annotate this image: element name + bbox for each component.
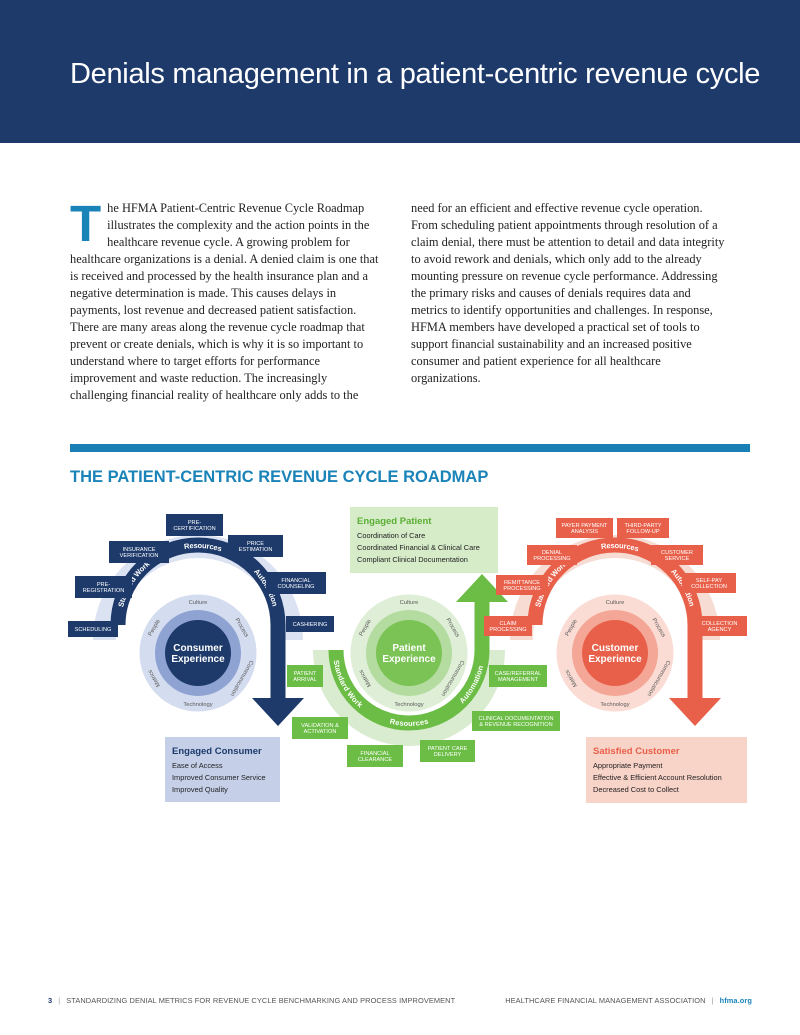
step-self-pay-collection-box: [682, 573, 736, 593]
footer-left: 3|STANDARDIZING DENIAL METRICS FOR REVEN…: [48, 996, 456, 1005]
satisfied-customer-item: Decreased Cost to Collect: [593, 785, 679, 794]
article-text-1: he HFMA Patient-Centric Revenue Cycle Ro…: [70, 201, 379, 402]
article-text-2: need for an efficient and effective reve…: [411, 201, 725, 385]
engaged-patient-title: Engaged Patient: [357, 516, 432, 527]
roadmap-title: THE PATIENT-CENTRIC REVENUE CYCLE ROADMA…: [70, 468, 489, 486]
revenue-cycle-roadmap: CultureProcessCommunicationTechnologyMet…: [68, 507, 747, 803]
article-column-2: need for an efficient and effective reve…: [411, 200, 729, 387]
step-validation-activation-box: [292, 717, 348, 739]
patient-arc: [328, 600, 490, 731]
consumer-arrow: [252, 698, 304, 726]
step-pre-certification-box: [166, 514, 223, 536]
patient-arc-resources: Resources: [389, 717, 429, 728]
step-third-party-follow-up-box: [617, 518, 669, 538]
step-validation-activation: VALIDATION &ACTIVATION: [301, 723, 339, 735]
step-collection-agency-box: [692, 616, 747, 636]
page-title: Denials management in a patient-centric …: [70, 58, 761, 90]
patient-ring-label: Culture: [400, 600, 419, 606]
step-financial-counseling-box: [266, 572, 326, 594]
footer-publication: STANDARDIZING DENIAL METRICS FOR REVENUE…: [66, 996, 456, 1005]
customer-ring-label: Culture: [606, 600, 625, 606]
step-patient-arrival-box: [287, 665, 323, 687]
step-claim-processing-box: [484, 616, 532, 636]
step-cashiering: CASHIERING: [293, 622, 328, 628]
satisfied-customer-item: Effective & Efficient Account Resolution: [593, 773, 722, 782]
consumer-core: [165, 620, 231, 686]
satisfied-customer-panel: [586, 737, 747, 803]
step-case-referral-box: [489, 665, 547, 687]
step-financial-clearance-box: [347, 745, 403, 767]
step-pre-certification: PRE-CERTIFICATION: [173, 520, 215, 532]
patient-core: [376, 620, 442, 686]
step-scheduling: SCHEDULING: [75, 627, 112, 633]
footer-org: HEALTHCARE FINANCIAL MANAGEMENT ASSOCIAT…: [505, 996, 706, 1005]
satisfied-customer-title: Satisfied Customer: [593, 746, 680, 757]
footer-right: HEALTHCARE FINANCIAL MANAGEMENT ASSOCIAT…: [505, 996, 752, 1005]
consumer-ring-label: Technology: [183, 702, 212, 708]
engaged-consumer-item: Improved Consumer Service: [172, 773, 266, 782]
engaged-patient-item: Coordination of Care: [357, 531, 425, 540]
engaged-consumer-title: Engaged Consumer: [172, 746, 262, 757]
consumer-ring-label: Culture: [189, 600, 208, 606]
satisfied-customer-item: Appropriate Payment: [593, 761, 662, 770]
step-cashiering-box: [286, 616, 334, 632]
footer-link[interactable]: hfma.org: [719, 996, 752, 1005]
patient-ring-label: Technology: [394, 702, 423, 708]
page-number: 3: [48, 996, 53, 1005]
step-remittance-processing-box: [496, 575, 548, 595]
customer-arrow: [669, 698, 721, 726]
step-insurance-verification-box: [109, 541, 169, 563]
step-price-estimation-box: [228, 535, 283, 557]
engaged-consumer-item: Improved Quality: [172, 785, 228, 794]
step-clinical-documentation-box: [472, 711, 560, 731]
step-customer-service-box: [651, 545, 703, 565]
step-pre-registration: PRE-REGISTRATION: [83, 582, 125, 594]
section-divider: [70, 444, 750, 452]
engaged-patient-item: Compliant Clinical Documentation: [357, 555, 468, 564]
patient-arrow: [456, 574, 508, 602]
engaged-patient-item: Coordinated Financial & Clinical Care: [357, 543, 480, 552]
step-pre-registration-box: [75, 576, 132, 598]
patient-band: [313, 650, 505, 746]
step-patient-care-delivery-box: [420, 740, 475, 762]
step-clinical-documentation: CLINICAL DOCUMENTATION& REVENUE RECOGNIT…: [478, 716, 553, 728]
step-payer-payment-analysis-box: [556, 518, 613, 538]
engaged-consumer-item: Ease of Access: [172, 761, 223, 770]
customer-core: [582, 620, 648, 686]
step-scheduling-box: [68, 621, 118, 637]
engaged-patient-panel: [350, 507, 498, 573]
drop-cap: T: [70, 195, 102, 252]
engaged-consumer-panel: [165, 737, 280, 802]
customer-ring-label: Technology: [600, 702, 629, 708]
step-denial-processing-box: [527, 545, 577, 565]
page-header: Denials management in a patient-centric …: [0, 0, 800, 143]
